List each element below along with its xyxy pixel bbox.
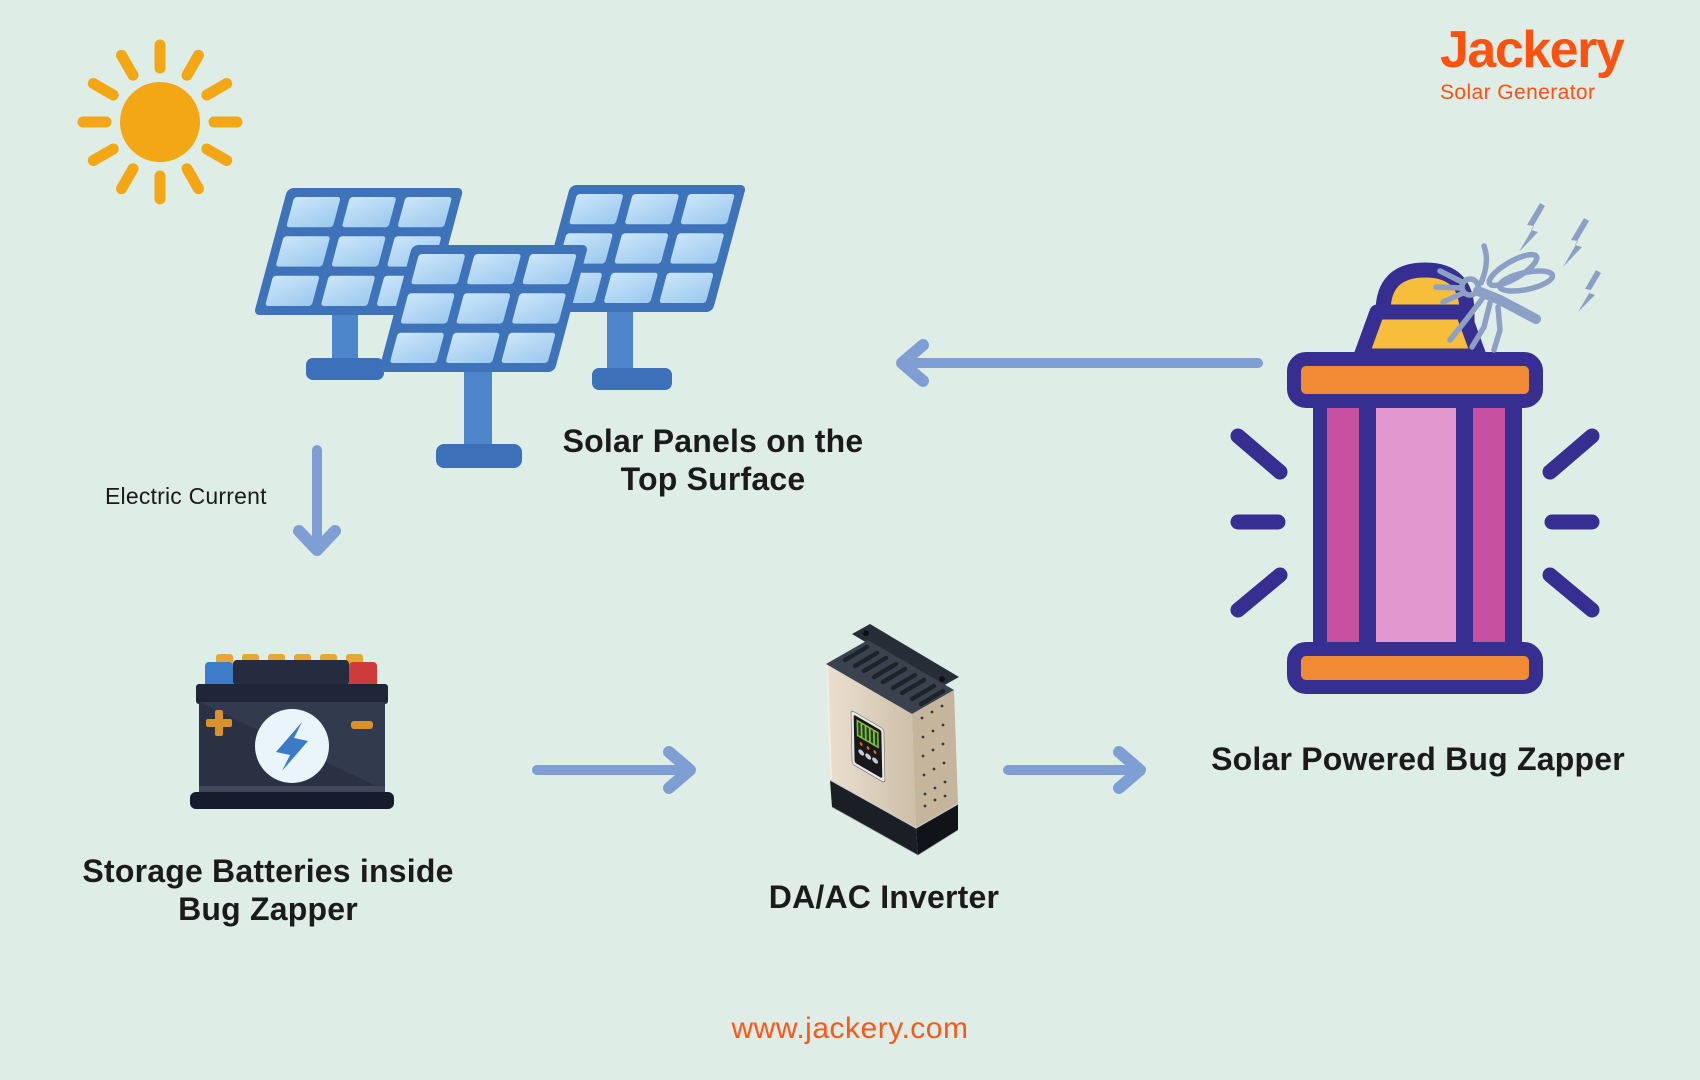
arrow-battery-to-inverter <box>532 746 696 794</box>
arrow-zapper-to-panels <box>896 339 1263 387</box>
storage-batteries-label-line2: Bug Zapper <box>178 891 358 927</box>
jackery-logo: Jackery Solar Generator <box>1440 21 1625 105</box>
logo-tagline-text: Solar Generator <box>1440 81 1596 104</box>
storage-batteries-label: Storage Batteries inside Bug Zapper <box>68 852 468 928</box>
bug-zapper-lantern-icon <box>1230 262 1600 694</box>
solar-panels-label: Solar Panels on the Top Surface <box>513 422 913 498</box>
bug-zapper-label: Solar Powered Bug Zapper <box>1211 741 1625 777</box>
mosquito-zap-icon <box>1433 203 1601 353</box>
logo-brand-text: Jackery <box>1440 21 1625 79</box>
solar-panels-icon <box>253 185 747 468</box>
solar-panels-label-line2: Top Surface <box>620 461 806 497</box>
website-url: www.jackery.com <box>731 1012 969 1045</box>
arrow-inverter-to-zapper <box>1003 746 1146 794</box>
battery-icon <box>190 654 394 809</box>
inverter-icon <box>826 624 959 856</box>
storage-batteries-label-line1: Storage Batteries inside <box>82 853 454 889</box>
electric-current-label: Electric Current <box>105 483 267 509</box>
sun-icon <box>77 39 243 205</box>
inverter-label: DA/AC Inverter <box>768 879 1000 915</box>
solar-panels-label-line1: Solar Panels on the <box>562 423 864 459</box>
inverter-display <box>850 710 886 783</box>
arrow-down-electric-current <box>293 445 341 556</box>
